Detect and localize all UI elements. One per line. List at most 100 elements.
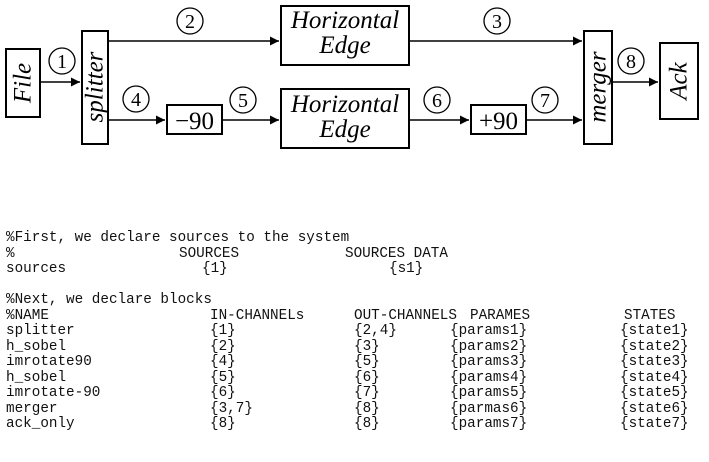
blocks-table-body: splitter{1}{2,4}{params1}{state1}h_sobel…	[6, 323, 689, 433]
blocks-header-states: STATES	[624, 307, 676, 324]
connection-wires	[40, 36, 658, 125]
block-row: imrotate-90 {6} {7} {params5} {state5}	[6, 385, 689, 402]
channel-badge-8-label: 8	[626, 51, 636, 73]
block-row-in-channels: {3,7}	[210, 400, 253, 417]
block-row-in-channels: {4}	[210, 354, 236, 370]
sources-row: sources {1} {s1}	[6, 261, 423, 278]
block-ack-label: Ack	[666, 61, 693, 101]
channel-badge-4: 4	[122, 85, 150, 113]
sources-header-sources: SOURCES	[179, 245, 240, 262]
block-row: h_sobel {5} {6} {params4} {state4}	[6, 370, 689, 387]
block-row-params: {params1}	[450, 323, 528, 339]
block-row: imrotate90 {4} {5} {params3} {state3}	[6, 354, 689, 371]
block-splitter: splitter	[81, 30, 109, 145]
block-row: splitter {1} {2,4} {params1} {state1}	[6, 323, 689, 340]
channel-badge-7-label: 7	[540, 90, 550, 112]
sources-comment-text: %First, we declare sources to the system	[6, 230, 350, 246]
block-row-states: {state2}	[620, 338, 689, 355]
block-row-states: {state7}	[620, 416, 689, 432]
block-row-params: {params5}	[450, 385, 528, 401]
channel-badge-2-label: 2	[185, 11, 195, 33]
block-row-out-channels: {2,4}	[354, 323, 397, 339]
block-ack: Ack	[659, 42, 699, 120]
block-row-name: imrotate-90	[6, 385, 101, 401]
channel-badge-5: 5	[229, 86, 257, 114]
channel-badge-8: 8	[617, 47, 645, 75]
channel-badge-1: 1	[48, 47, 76, 75]
blocks-comment: %Next, we declare blocks	[6, 292, 212, 309]
block-horizontal-edge-bottom: Horizontal Edge	[280, 88, 410, 149]
sources-comment: %First, we declare sources to the system	[6, 230, 349, 247]
block-row-name: merger	[6, 400, 58, 417]
block-row-in-channels: {8}	[210, 416, 236, 432]
block-row-name: imrotate90	[6, 354, 92, 370]
block-row-name: h_sobel	[6, 338, 67, 355]
block-row-in-channels: {5}	[210, 369, 236, 386]
block-row-params: {parmas6}	[450, 400, 528, 417]
block-rotate-pos90-label: +90	[479, 108, 518, 135]
block-row-states: {state6}	[620, 400, 689, 417]
block-row-states: {state5}	[620, 385, 689, 401]
sources-row-sources: {1}	[202, 261, 228, 277]
block-row-params: {params3}	[450, 354, 528, 370]
channel-badge-7: 7	[531, 86, 559, 114]
blocks-header-params: PARAMES	[470, 307, 531, 324]
sources-header: % SOURCES SOURCES DATA	[6, 245, 448, 263]
blocks-header: %NAME IN-CHANNELs OUT-CHANNELS PARAMES S…	[6, 308, 675, 325]
blocks-header-in: IN-CHANNELs	[210, 307, 305, 324]
block-row-params: {params7}	[450, 416, 528, 432]
channel-badge-5-label: 5	[238, 90, 248, 112]
block-row-states: {state3}	[620, 354, 689, 370]
channel-badge-6: 6	[423, 86, 451, 114]
block-row-name: h_sobel	[6, 369, 67, 386]
channel-badge-3-label: 3	[492, 11, 502, 33]
block-row-name: splitter	[6, 323, 75, 339]
block-rotate-neg90-label: −90	[175, 108, 214, 135]
block-horizontal-edge-top: Horizontal Edge	[280, 5, 410, 66]
blocks-comment-text: %Next, we declare blocks	[6, 292, 212, 308]
block-horizontal-edge-top-line2: Edge	[318, 32, 370, 59]
block-merger: merger	[583, 30, 613, 145]
blocks-header-out: OUT-CHANNELS	[354, 307, 457, 324]
block-row-states: {state4}	[620, 369, 689, 386]
block-row-in-channels: {1}	[210, 323, 236, 339]
block-row-params: {params2}	[450, 338, 528, 355]
block-row-out-channels: {7}	[354, 385, 380, 401]
block-rotate-neg90: −90	[166, 104, 223, 135]
channel-badge-6-label: 6	[432, 90, 442, 112]
channel-badge-1-label: 1	[57, 51, 67, 73]
block-row-out-channels: {5}	[354, 354, 380, 370]
blank-line	[6, 278, 40, 294]
block-row-name: ack_only	[6, 416, 75, 432]
block-row-params: {params4}	[450, 369, 528, 386]
block-row-states: {state1}	[620, 323, 689, 339]
block-merger-label: merger	[585, 51, 612, 123]
sources-row-data: {s1}	[389, 261, 424, 277]
config-listing: %First, we declare sources to the system…	[6, 230, 689, 433]
sources-header-marker: %	[6, 245, 15, 262]
block-row-out-channels: {8}	[354, 400, 380, 417]
block-row: h_sobel {2} {3} {params2} {state2}	[6, 339, 689, 356]
block-horizontal-edge-bottom-line1: Horizontal	[290, 91, 399, 118]
channel-badge-3: 3	[483, 7, 511, 35]
block-row-out-channels: {6}	[354, 369, 380, 386]
block-row-out-channels: {3}	[354, 338, 380, 355]
channel-badge-2: 2	[176, 7, 204, 35]
block-horizontal-edge-top-line1: Horizontal	[290, 7, 399, 34]
block-splitter-label: splitter	[82, 51, 109, 122]
blocks-header-name: %NAME	[6, 307, 49, 324]
block-row-in-channels: {6}	[210, 385, 236, 401]
channel-badges: 1 2 3 4 5 6 7 8	[48, 7, 645, 114]
block-horizontal-edge-bottom-line2: Edge	[318, 116, 370, 143]
block-row: ack_only {8} {8} {params7} {state7}	[6, 416, 689, 433]
dataflow-diagram: File splitter Horizontal Edge −90 Horizo…	[5, 5, 699, 149]
block-row: merger {3,7} {8} {parmas6} {state6}	[6, 401, 689, 418]
block-row-out-channels: {8}	[354, 416, 380, 432]
block-file: File	[5, 48, 41, 118]
channel-badge-4-label: 4	[131, 89, 141, 111]
sources-header-data: SOURCES DATA	[345, 245, 448, 262]
block-rotate-pos90: +90	[470, 104, 527, 135]
block-row-in-channels: {2}	[210, 338, 236, 355]
block-file-label: File	[10, 63, 37, 104]
sources-row-keyword: sources	[6, 261, 67, 277]
